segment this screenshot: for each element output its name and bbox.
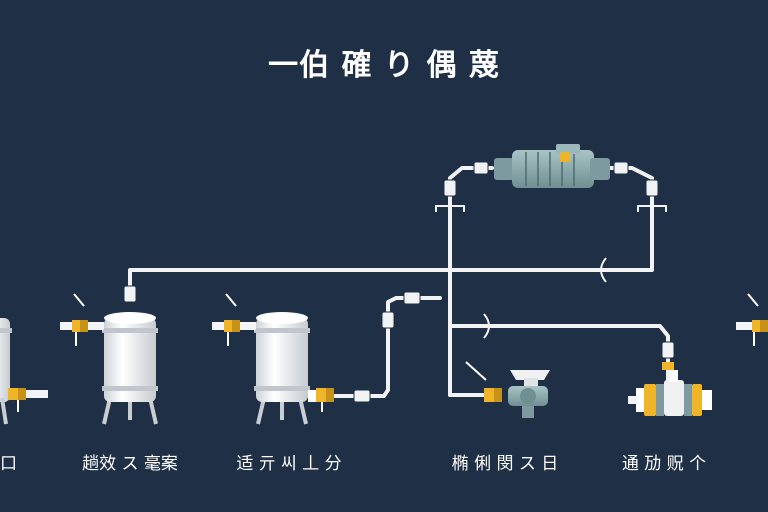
coupling-loop-top: [403, 291, 421, 305]
coupling-tank1-top: [123, 285, 137, 303]
expansion-loop-2: [483, 313, 490, 339]
label-tank-2: 适 亓 씨 丄 分: [236, 454, 342, 474]
expansion-loop-1: [600, 257, 607, 283]
coupling-loop-side: [381, 311, 395, 329]
label-tank-1: 趟效 ス 毫案: [82, 454, 178, 474]
coupling-riser-left: [443, 179, 457, 197]
pipe-couplings: [123, 161, 675, 403]
hanger-right: [637, 205, 667, 212]
pipe-hangers: [435, 205, 667, 212]
compressor-unit: [494, 144, 610, 188]
valve-tank2-top: [212, 293, 256, 346]
hanger-left: [435, 205, 465, 212]
valve-unit: [628, 362, 712, 416]
compressor-fitting: [560, 152, 570, 162]
label-left-edge: 口: [0, 454, 17, 474]
coupling-compressor-left: [473, 161, 489, 175]
pipe-branch-valve: [448, 324, 670, 382]
coupling-compressor-right: [613, 161, 629, 175]
pipe-network: [128, 166, 670, 398]
valve-tank2-outlet: [316, 388, 334, 412]
label-pump-unit: 椭 俐 閔 ス 日: [451, 454, 559, 474]
valve-left-top: [60, 293, 104, 346]
coupling-valve-top: [661, 341, 675, 359]
pump-unit: [465, 361, 550, 418]
tank-partial-left: [0, 318, 12, 425]
diagram-title: 一伯 確 り 偶 蔑: [268, 48, 500, 83]
label-valve-unit: 通 劢 贶 个: [621, 454, 707, 474]
coupling-riser-right: [645, 179, 659, 197]
pipe-riser-to-compressor: [448, 166, 494, 397]
valve-assemblies: [8, 293, 768, 412]
pipe-tank2-discharge: [328, 296, 442, 398]
valve-right-edge: [736, 293, 768, 346]
valve-left-bottom: [8, 388, 48, 412]
tank-1: [102, 312, 158, 425]
coupling-tank2-out: [353, 389, 371, 403]
expansion-loops: [483, 257, 607, 339]
tank-2: [254, 312, 332, 425]
